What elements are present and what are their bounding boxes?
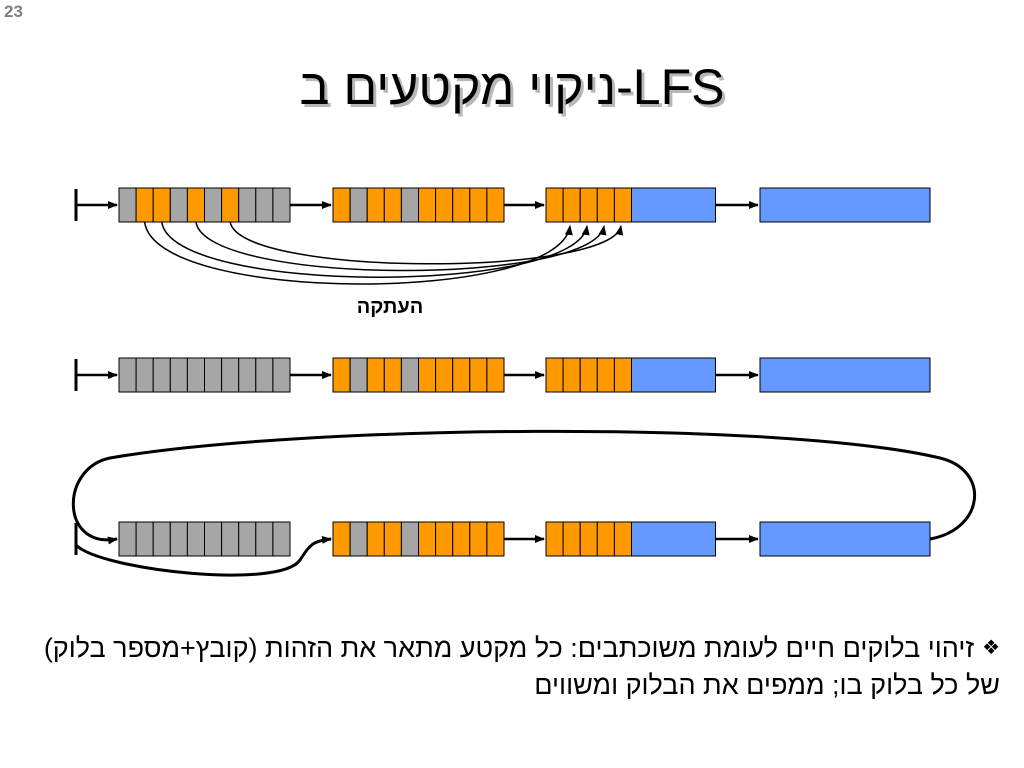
copy-label: העתקה	[356, 296, 424, 318]
live-block	[332, 187, 351, 223]
dead-block	[400, 357, 419, 393]
live-block	[469, 521, 488, 557]
free-segment	[759, 357, 931, 393]
dead-block	[204, 187, 223, 223]
live-block	[418, 187, 437, 223]
live-block	[486, 521, 505, 557]
live-block	[221, 187, 240, 223]
live-block	[562, 357, 581, 393]
live-block	[545, 357, 564, 393]
live-block	[435, 187, 454, 223]
live-block	[562, 187, 581, 223]
dead-block	[204, 521, 223, 557]
dead-block	[238, 521, 257, 557]
dead-block	[169, 521, 188, 557]
live-block	[366, 521, 385, 557]
live-block	[452, 187, 471, 223]
live-block	[486, 357, 505, 393]
live-block	[596, 357, 615, 393]
free-space	[631, 357, 716, 393]
live-block	[435, 357, 454, 393]
dead-block	[349, 357, 368, 393]
live-block	[435, 521, 454, 557]
live-block	[186, 187, 205, 223]
free-space	[631, 521, 716, 557]
live-block	[486, 187, 505, 223]
dead-block	[255, 521, 274, 557]
copy-arc-arrow	[161, 221, 590, 278]
dead-block	[152, 521, 171, 557]
live-block	[469, 187, 488, 223]
dead-block	[255, 357, 274, 393]
live-block	[596, 521, 615, 557]
dead-block	[238, 187, 257, 223]
dead-block	[118, 187, 137, 223]
live-block	[562, 521, 581, 557]
live-block	[383, 357, 402, 393]
copy-arc-arrow	[195, 221, 607, 272]
live-block	[613, 357, 633, 393]
dead-block	[186, 521, 205, 557]
slide-title: ניקוי מקטעים ב-LFS	[299, 59, 725, 115]
dead-block	[221, 521, 240, 557]
head-pointer-arrow	[74, 535, 332, 577]
live-block	[613, 521, 633, 557]
dead-block	[135, 357, 154, 393]
live-block	[579, 187, 598, 223]
live-block	[452, 357, 471, 393]
dead-block	[272, 357, 291, 393]
live-block	[135, 187, 154, 223]
dead-block	[349, 521, 368, 557]
dead-block	[204, 357, 223, 393]
bullet-text-block: ❖זיהוי בלוקים חיים לעומת משוכתבים: כל מק…	[40, 630, 1000, 704]
copy-arc-arrow	[143, 221, 573, 285]
live-block	[332, 521, 351, 557]
live-block	[596, 187, 615, 223]
live-block	[579, 521, 598, 557]
dead-block	[400, 521, 419, 557]
dead-block	[238, 357, 257, 393]
dead-block	[169, 187, 188, 223]
relink-loop-arrow	[71, 429, 977, 545]
live-block	[383, 187, 402, 223]
live-block	[579, 357, 598, 393]
free-space	[631, 187, 716, 223]
dead-block	[152, 357, 171, 393]
dead-block	[221, 357, 240, 393]
live-block	[366, 357, 385, 393]
dead-block	[118, 357, 137, 393]
dead-block	[169, 357, 188, 393]
live-block	[452, 521, 471, 557]
dead-block	[255, 187, 274, 223]
live-block	[613, 187, 633, 223]
slide-number: 23	[4, 2, 23, 21]
live-block	[469, 357, 488, 393]
lfs-segment-diagram	[71, 187, 977, 577]
dead-block	[272, 187, 291, 223]
dead-block	[118, 521, 137, 557]
dead-block	[135, 521, 154, 557]
free-segment	[759, 187, 931, 223]
free-segment	[759, 521, 931, 557]
dead-block	[400, 187, 419, 223]
diamond-bullet-icon: ❖	[982, 637, 1000, 659]
live-block	[332, 357, 351, 393]
live-block	[366, 187, 385, 223]
live-block	[152, 187, 171, 223]
copy-arc-arrow	[229, 221, 624, 265]
live-block	[383, 521, 402, 557]
bullet-text: זיהוי בלוקים חיים לעומת משוכתבים: כל מקט…	[43, 633, 1000, 700]
dead-block	[186, 357, 205, 393]
dead-block	[349, 187, 368, 223]
live-block	[545, 187, 564, 223]
live-block	[418, 357, 437, 393]
dead-block	[272, 521, 291, 557]
live-block	[418, 521, 437, 557]
live-block	[545, 521, 564, 557]
